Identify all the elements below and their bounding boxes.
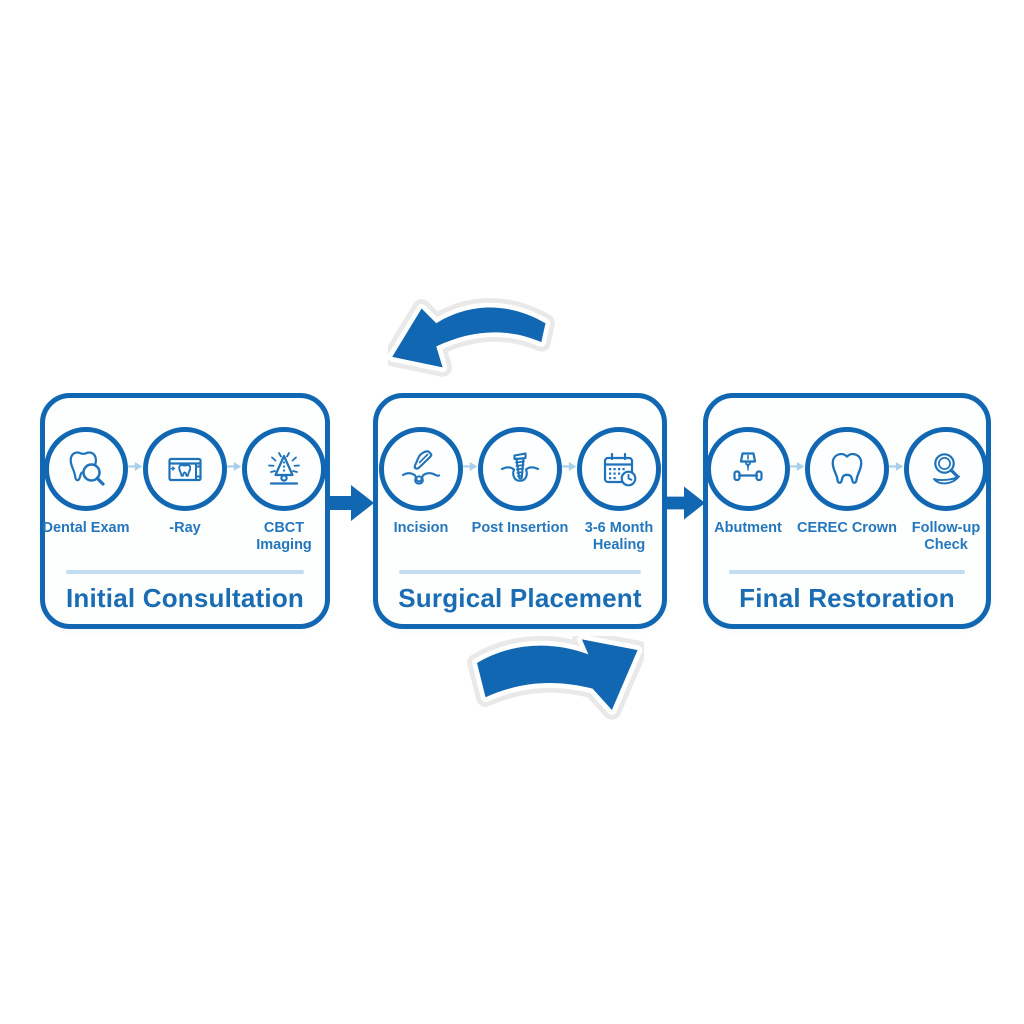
stage-connector-arrow-2 [662, 481, 706, 525]
cycle-arrow-bottom-right [462, 636, 644, 722]
step-label: Incision [393, 520, 449, 536]
magnifier-smile-icon [933, 453, 960, 485]
step-label: Follow-up Check [911, 520, 981, 553]
step-arrow-icon [790, 462, 805, 471]
step-circle [242, 427, 326, 511]
step-xray: -Ray [143, 427, 227, 537]
implant-post-icon [500, 452, 540, 482]
abutment-icon [733, 452, 763, 482]
step-arrow-icon [227, 462, 242, 471]
step-label: CEREC Crown [797, 520, 897, 536]
step-healing-period: 3-6 Month Healing [577, 427, 661, 554]
cycle-arrow-top-left [388, 298, 556, 380]
stage-title: Final Restoration [739, 583, 955, 613]
step-label: -Ray [169, 520, 201, 536]
stage-card-initial-consultation: Dental Exam -Ray [40, 393, 330, 629]
step-label: Post Insertion [471, 520, 569, 536]
xray-film-icon [168, 457, 202, 482]
step-cbct-imaging: CBCT Imaging [242, 427, 326, 554]
steps-row: Dental Exam -Ray [42, 398, 326, 554]
tooth-magnifier-icon [69, 451, 105, 486]
scalpel-incision-icon [401, 450, 441, 485]
step-circle [478, 427, 562, 511]
step-circle [706, 427, 790, 511]
step-circle [143, 427, 227, 511]
step-follow-up-check: Follow-up Check [904, 427, 988, 554]
stage-connector-arrow-1 [327, 481, 375, 525]
stage-card-final-restoration: Abutment CEREC Crown [703, 393, 991, 629]
tooth-crown-icon [831, 452, 863, 484]
step-post-insertion: Post Insertion [472, 427, 568, 537]
stage-divider [729, 570, 965, 574]
step-cerec-crown: CEREC Crown [797, 427, 897, 537]
step-arrow-icon [463, 462, 478, 471]
stage-card-surgical-placement: Incision Post Insertion [373, 393, 667, 629]
step-arrow-icon [889, 462, 904, 471]
step-label: 3-6 Month Healing [584, 520, 654, 553]
step-dental-exam: Dental Exam [42, 427, 130, 537]
step-label: Abutment [714, 520, 782, 536]
stage-divider [399, 570, 641, 574]
step-label: Dental Exam [42, 520, 130, 536]
calendar-clock-icon [603, 452, 637, 487]
steps-row: Incision Post Insertion [378, 398, 662, 554]
step-abutment: Abutment [706, 427, 790, 537]
step-circle [44, 427, 128, 511]
step-circle [904, 427, 988, 511]
step-circle [805, 427, 889, 511]
step-incision: Incision [379, 427, 463, 537]
step-label: CBCT Imaging [256, 520, 312, 553]
stage-divider [66, 570, 304, 574]
cbct-scanner-icon [268, 452, 300, 485]
step-arrow-icon [562, 462, 577, 471]
steps-row: Abutment CEREC Crown [706, 398, 988, 554]
stage-title: Surgical Placement [398, 583, 642, 613]
stage-title: Initial Consultation [66, 583, 304, 613]
step-circle [577, 427, 661, 511]
step-arrow-icon [128, 462, 143, 471]
step-circle [379, 427, 463, 511]
